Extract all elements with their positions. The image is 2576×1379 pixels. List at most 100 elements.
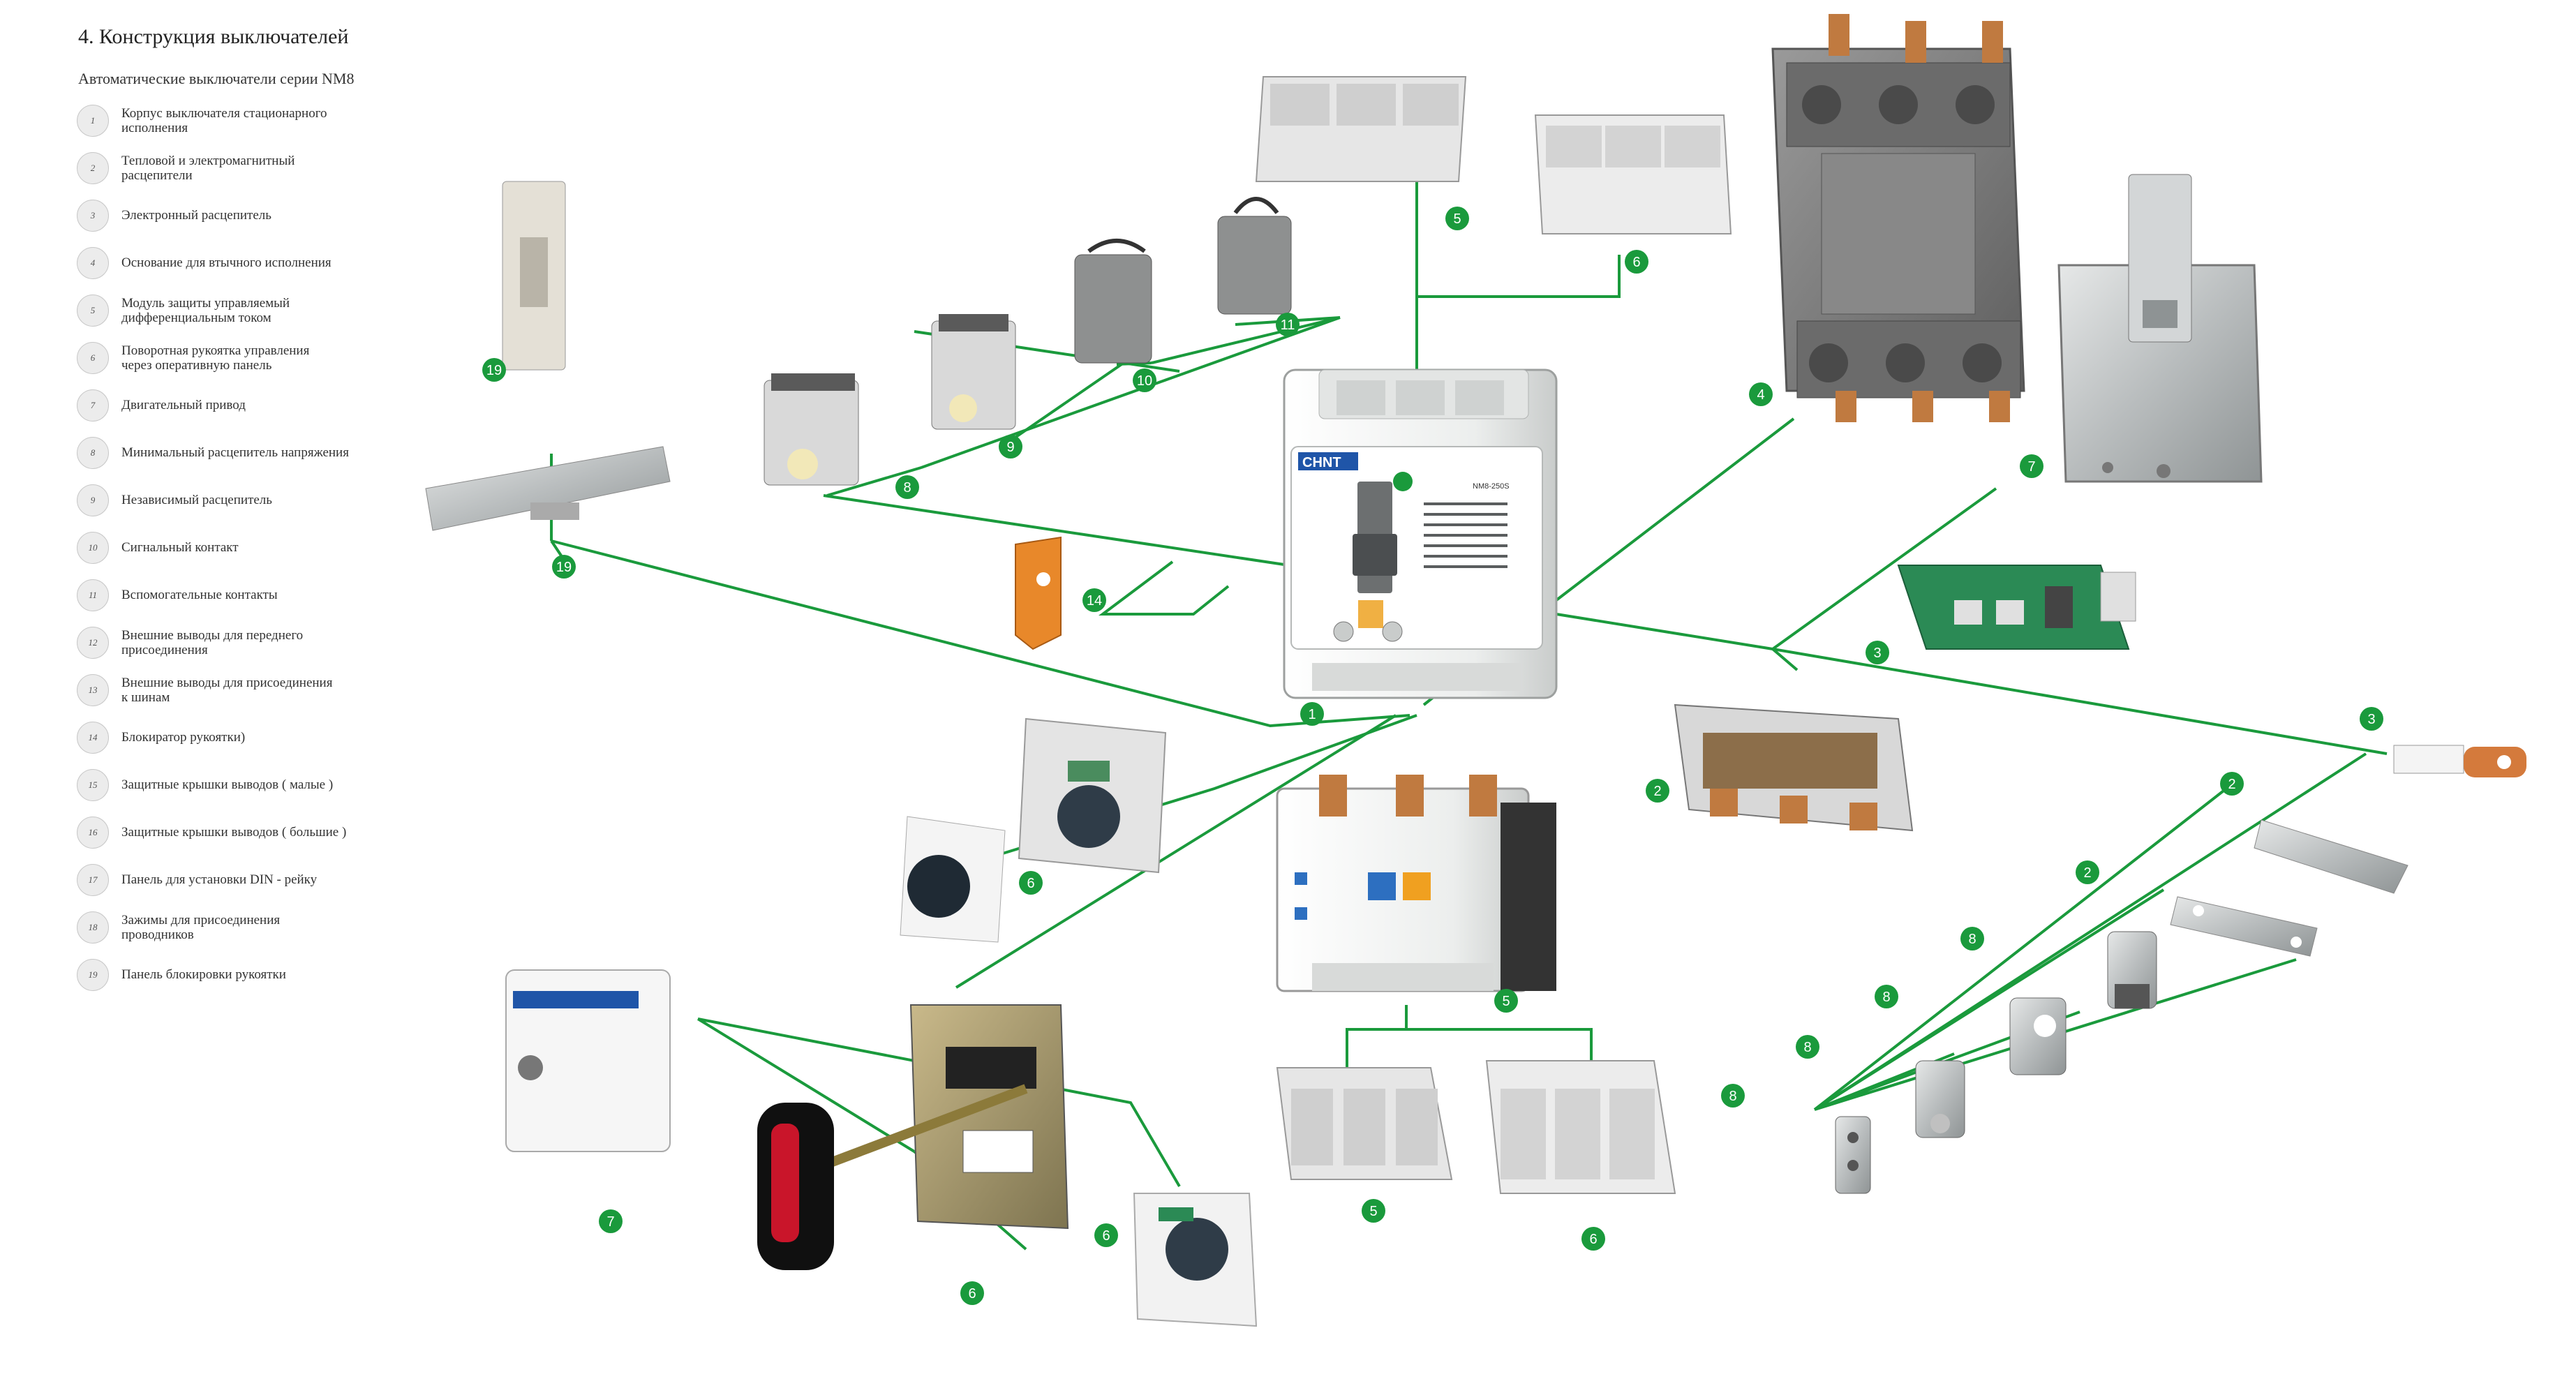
model-label: NM8-250S bbox=[1473, 482, 1510, 491]
callout-marker-circle bbox=[1494, 989, 1518, 1013]
legend-number: 8 bbox=[77, 437, 109, 469]
terminal-cover-small-bottom bbox=[1276, 1067, 1453, 1180]
legend-number: 15 bbox=[77, 769, 109, 801]
callout-marker-circle bbox=[895, 475, 919, 499]
rotary-handle-6-small bbox=[900, 816, 1006, 943]
callout-marker-circle bbox=[2076, 860, 2099, 884]
callout-marker-label: 6 bbox=[1632, 255, 1640, 270]
callout-marker: 4 bbox=[1749, 382, 1773, 406]
reset-label: RESET bbox=[859, 1152, 883, 1191]
callout-marker-label: 6 bbox=[968, 1286, 976, 1302]
legend-text: Вспомогательные контакты bbox=[121, 588, 278, 602]
legend-text: Блокиратор рукоятки) bbox=[121, 730, 246, 745]
callout-marker: 2 bbox=[1646, 779, 1669, 803]
callout-marker-label: 8 bbox=[1803, 1040, 1811, 1055]
callout-marker: 10 bbox=[1133, 368, 1156, 392]
callout-marker-circle bbox=[1625, 250, 1648, 274]
callout-marker: 8 bbox=[895, 475, 919, 499]
legend-number: 18 bbox=[77, 911, 109, 944]
callout-marker: 6 bbox=[1094, 1223, 1118, 1247]
callout-marker-label: 10 bbox=[1137, 373, 1152, 389]
callout-marker-circle bbox=[1581, 1227, 1605, 1251]
legend-text: Тепловой и электромагнитный расцепители bbox=[121, 154, 295, 183]
callout-marker: 2 bbox=[2220, 772, 2244, 796]
extended-rotary-handle-6: RESET bbox=[757, 1004, 1069, 1270]
callout-marker-label: 5 bbox=[1502, 994, 1510, 1009]
rotary-handle-panel-6-bottom bbox=[1133, 1193, 1258, 1327]
cable-clamp-1 bbox=[2107, 931, 2157, 1009]
page-subtitle: Автоматические выключатели серии NM8 bbox=[78, 70, 355, 87]
legend-text: Защитные крышки выводов ( малые ) bbox=[121, 777, 334, 792]
terminal-cover-large bbox=[1534, 114, 1732, 234]
alarm-contact-10 bbox=[1074, 239, 1152, 364]
legend-number: 6 bbox=[77, 342, 109, 374]
callout-marker: 8 bbox=[1721, 1084, 1745, 1108]
legend-number: 11 bbox=[77, 579, 109, 611]
legend-text: Сигнальный контакт bbox=[121, 540, 239, 555]
legend-number: 12 bbox=[77, 627, 109, 659]
callout-marker-label: 3 bbox=[1873, 646, 1881, 661]
cable-clamp-4 bbox=[1835, 1116, 1871, 1194]
legend-item: 18 Зажимы для присоединения проводников bbox=[77, 911, 440, 948]
motor-operator-7 bbox=[505, 969, 671, 1152]
callout-marker-circle bbox=[1646, 779, 1669, 803]
callout-marker-circle bbox=[552, 555, 576, 579]
callout-marker-label: 8 bbox=[1729, 1089, 1736, 1104]
callout-marker: 6 bbox=[1625, 250, 1648, 274]
callout-marker: 1 bbox=[1300, 702, 1324, 726]
callout-marker-circle bbox=[960, 1281, 984, 1305]
legend-text: Поворотная рукоятка управления через опе… bbox=[121, 343, 310, 373]
legend-text: Электронный расцепитель bbox=[121, 208, 271, 223]
legend-number: 1 bbox=[77, 105, 109, 137]
callout-marker-label: 1 bbox=[1308, 707, 1316, 722]
callout-marker-circle bbox=[1362, 1199, 1385, 1223]
callout-marker: 7 bbox=[599, 1209, 623, 1233]
callout-marker-label: 8 bbox=[903, 480, 911, 495]
callout-marker-circle bbox=[1796, 1035, 1819, 1059]
callout-marker-label: 4 bbox=[1757, 387, 1764, 403]
auxiliary-contact-11 bbox=[1217, 197, 1292, 315]
callout-marker: 19 bbox=[482, 358, 506, 382]
legend-text: Двигательный привод bbox=[121, 398, 246, 412]
legend-number: 17 bbox=[77, 864, 109, 896]
terminal-cover-large-bottom bbox=[1485, 1060, 1676, 1194]
legend-number: 4 bbox=[77, 247, 109, 279]
callout-marker-circle bbox=[2020, 454, 2043, 478]
callout-marker-circle bbox=[1749, 382, 1773, 406]
legend-number: 7 bbox=[77, 389, 109, 422]
residual-current-module bbox=[1276, 775, 1556, 992]
legend-number: 5 bbox=[77, 295, 109, 327]
legend-text: Зажимы для присоединения проводников bbox=[121, 913, 281, 942]
main-circuit-breaker: CHNT NM8-250S bbox=[1283, 368, 1558, 699]
legend-number: 13 bbox=[77, 674, 109, 706]
callout-marker-circle bbox=[1721, 1084, 1745, 1108]
cable-clamp-3 bbox=[1915, 1060, 1965, 1138]
callout-marker-label: 2 bbox=[2083, 865, 2091, 881]
thermal-magnetic-trip bbox=[1674, 703, 1914, 832]
page-title: 4. Конструкция выключателей bbox=[78, 25, 349, 48]
callout-marker-circle bbox=[482, 358, 506, 382]
plug-in-base bbox=[1771, 14, 2025, 422]
legend-text: Независимый расцепитель bbox=[121, 493, 272, 507]
callout-marker-circle bbox=[1960, 927, 1984, 951]
legend-text: Корпус выключателя стационарного исполне… bbox=[121, 106, 327, 135]
callout-marker: 3 bbox=[1866, 641, 1889, 664]
handle-lock-14 bbox=[1015, 536, 1062, 650]
undervoltage-release-8 bbox=[764, 373, 859, 486]
busbar-terminal-2a bbox=[2254, 819, 2409, 894]
callout-marker-label: 2 bbox=[1653, 784, 1661, 799]
legend-item: 15 Защитные крышки выводов ( малые ) bbox=[77, 769, 440, 805]
callout-marker-circle bbox=[1082, 588, 1106, 612]
callout-marker-circle bbox=[1300, 702, 1324, 726]
legend-text: Минимальный расцепитель напряжения bbox=[121, 445, 349, 460]
callout-marker-label: 6 bbox=[1102, 1228, 1110, 1244]
callout-marker-circle bbox=[1276, 313, 1300, 336]
cable-clamp-2 bbox=[2009, 997, 2067, 1075]
